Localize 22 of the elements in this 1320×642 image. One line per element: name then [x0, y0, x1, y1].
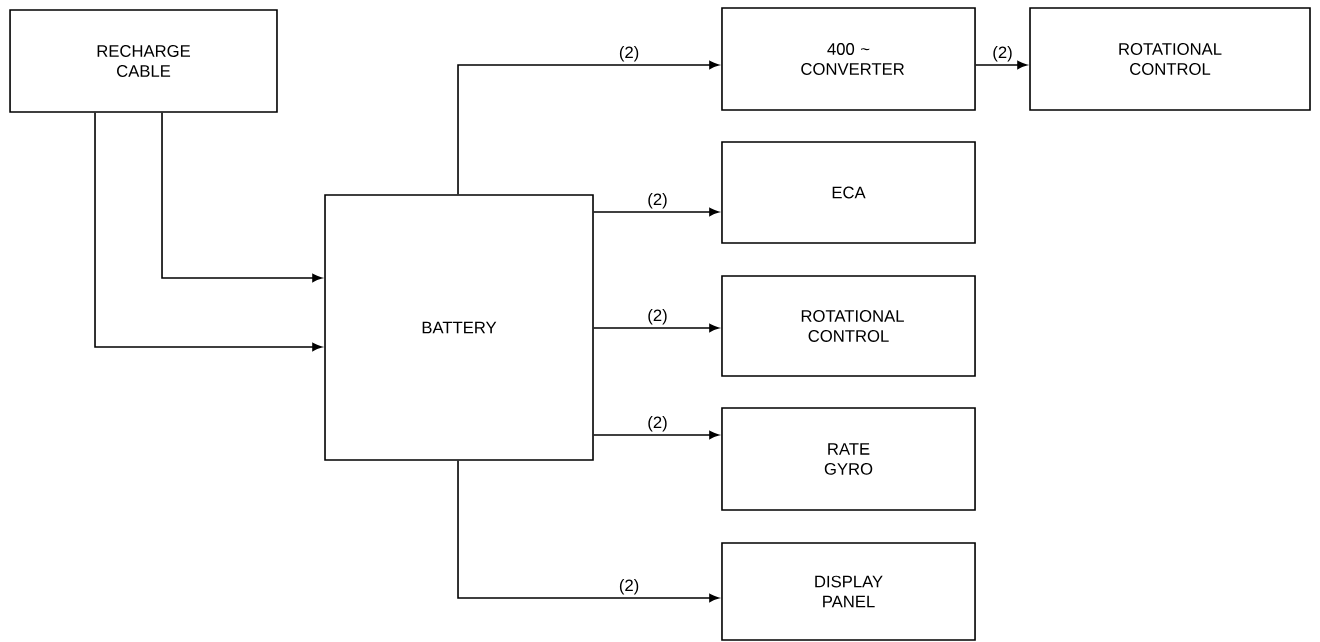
edge-label: (2): [617, 44, 641, 63]
arrow: [593, 207, 719, 217]
device-box: DISPLAY PANEL: [721, 542, 976, 641]
edge-label: (2): [617, 577, 641, 596]
arrow: [457, 60, 719, 195]
arrow: [975, 60, 1027, 70]
arrow: [593, 430, 719, 440]
cable-box: RECHARGE CABLE: [9, 9, 278, 113]
edge-label: (2): [646, 191, 669, 210]
device-box: ECA: [721, 141, 976, 244]
device-box: ROTATIONAL CONTROL: [721, 275, 976, 377]
edge-label: (2): [646, 307, 669, 326]
edge-label: (2): [646, 414, 669, 433]
arrow: [161, 112, 322, 283]
device-box: 400 ~ CONVERTER: [721, 7, 976, 111]
arrow: [593, 323, 719, 333]
device-box: ROTATIONAL CONTROL: [1029, 7, 1311, 111]
arrow: [94, 112, 322, 352]
arrow: [457, 460, 719, 603]
edge-label: (2): [991, 44, 1015, 63]
device-box: RATE GYRO: [721, 407, 976, 511]
battery-box: BATTERY: [324, 194, 594, 461]
